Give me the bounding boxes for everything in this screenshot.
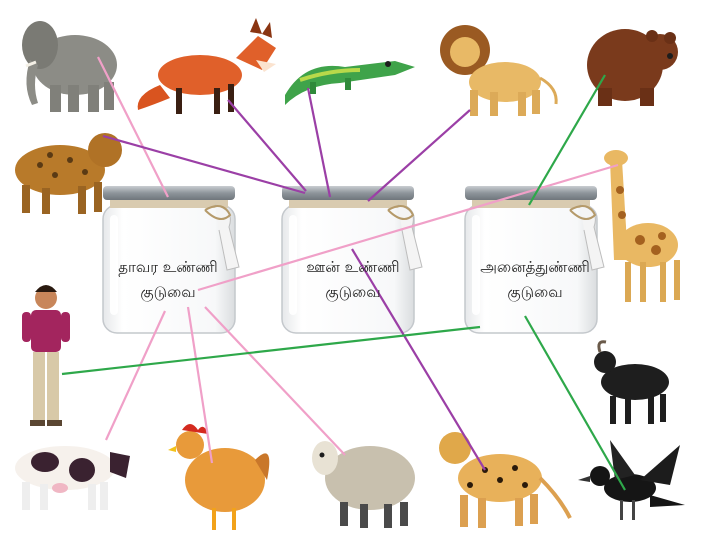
line-boy-to-omnivore-jar [61,325,481,376]
jar-carnivore [281,186,423,334]
line-crow-to-omnivore-jar [524,315,626,491]
herbivore-jar-label-line1: தாவர உண்ணி [118,258,218,276]
giraffe-icon [604,150,680,302]
herbivore-jar-label: தாவர உண்ணி குடுவை [93,255,243,305]
jar-omnivore [464,186,605,334]
line-bear-to-omnivore-jar [528,74,606,206]
line-crocodile-to-carnivore-jar [306,87,332,198]
line-cheetah-to-carnivore-jar [351,248,486,471]
line-giraffe-to-herbivore-jar [197,163,619,292]
omnivore-jar-label: அனைத்துண்ணி குடுவை [460,255,610,305]
elephant-icon [22,21,117,112]
carnivore-jar-label-line1: ஊன் உண்ணி [306,258,400,276]
goat-icon [594,340,669,424]
fox-icon [137,18,276,114]
hyena-icon [15,133,122,214]
line-hen-to-herbivore-jar [186,306,214,464]
line-lion-to-carnivore-jar [367,109,471,202]
line-cow-to-herbivore-jar [104,310,167,441]
boy-icon [22,285,70,426]
line-fox-to-carnivore-jar [227,99,307,192]
cheetah-icon [439,432,572,528]
line-hyena-to-carnivore-jar [102,134,306,195]
crow-icon [578,440,685,520]
line-sheep-to-herbivore-jar [204,306,346,456]
sheep-icon [312,441,415,528]
carnivore-jar-label: ஊன் உண்ணி குடுவை [278,255,428,305]
bear-icon [587,29,678,106]
omnivore-jar-label-line2: குடுவை [507,283,563,301]
line-elephant-to-herbivore-jar [97,56,169,198]
herbivore-jar-label-line2: குடுவை [140,283,196,301]
hen-icon [168,424,270,530]
lion-icon [440,25,558,116]
crocodile-icon [285,61,415,105]
cow-icon [15,446,130,510]
jar-herbivore [102,186,240,334]
omnivore-jar-label-line1: அனைத்துண்ணி [480,258,590,276]
carnivore-jar-label-line2: குடுவை [325,283,381,301]
connection-lines [61,56,626,491]
